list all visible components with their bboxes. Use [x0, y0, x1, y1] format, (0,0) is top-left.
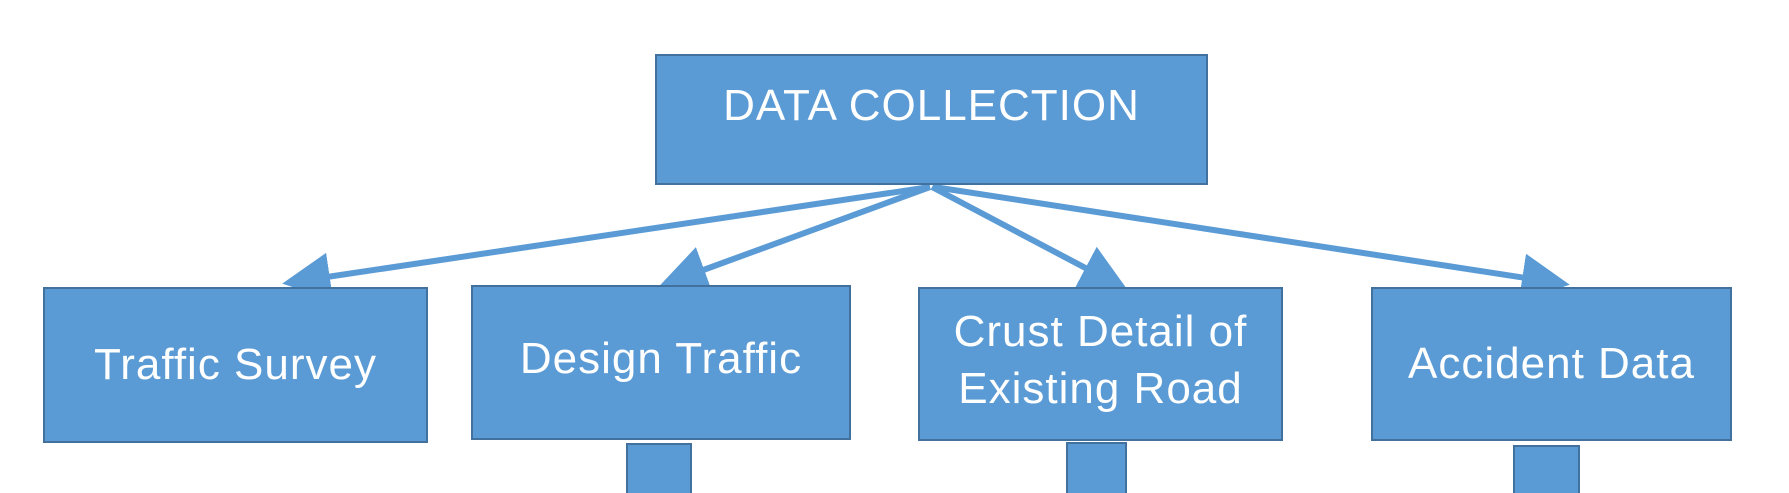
- connector-stub-crust-detail: [1066, 442, 1127, 493]
- connector-stub-design-traffic: [626, 443, 692, 493]
- child-node-label: Traffic Survey: [94, 340, 377, 390]
- child-node-design-traffic: Design Traffic: [471, 285, 851, 440]
- connector-arrow-accident-data: [933, 184, 1570, 302]
- root-node-data-collection: DATA COLLECTION: [655, 54, 1208, 185]
- connector-arrow-crust-detail: [930, 184, 1128, 291]
- child-node-label: Design Traffic: [519, 333, 803, 383]
- connector-stub-accident-data: [1513, 445, 1580, 493]
- child-node-label: Crust Detail of Existing Road: [953, 306, 1248, 413]
- connector-arrow-design-traffic: [659, 184, 932, 293]
- child-node-crust-detail: Crust Detail of Existing Road: [918, 287, 1283, 441]
- child-node-traffic-survey: Traffic Survey: [43, 287, 428, 443]
- connector-arrow-traffic-survey: [282, 184, 931, 301]
- child-node-accident-data: Accident Data: [1371, 287, 1732, 441]
- root-node-label: DATA COLLECTION: [723, 80, 1140, 130]
- child-node-label: Accident Data: [1408, 339, 1695, 389]
